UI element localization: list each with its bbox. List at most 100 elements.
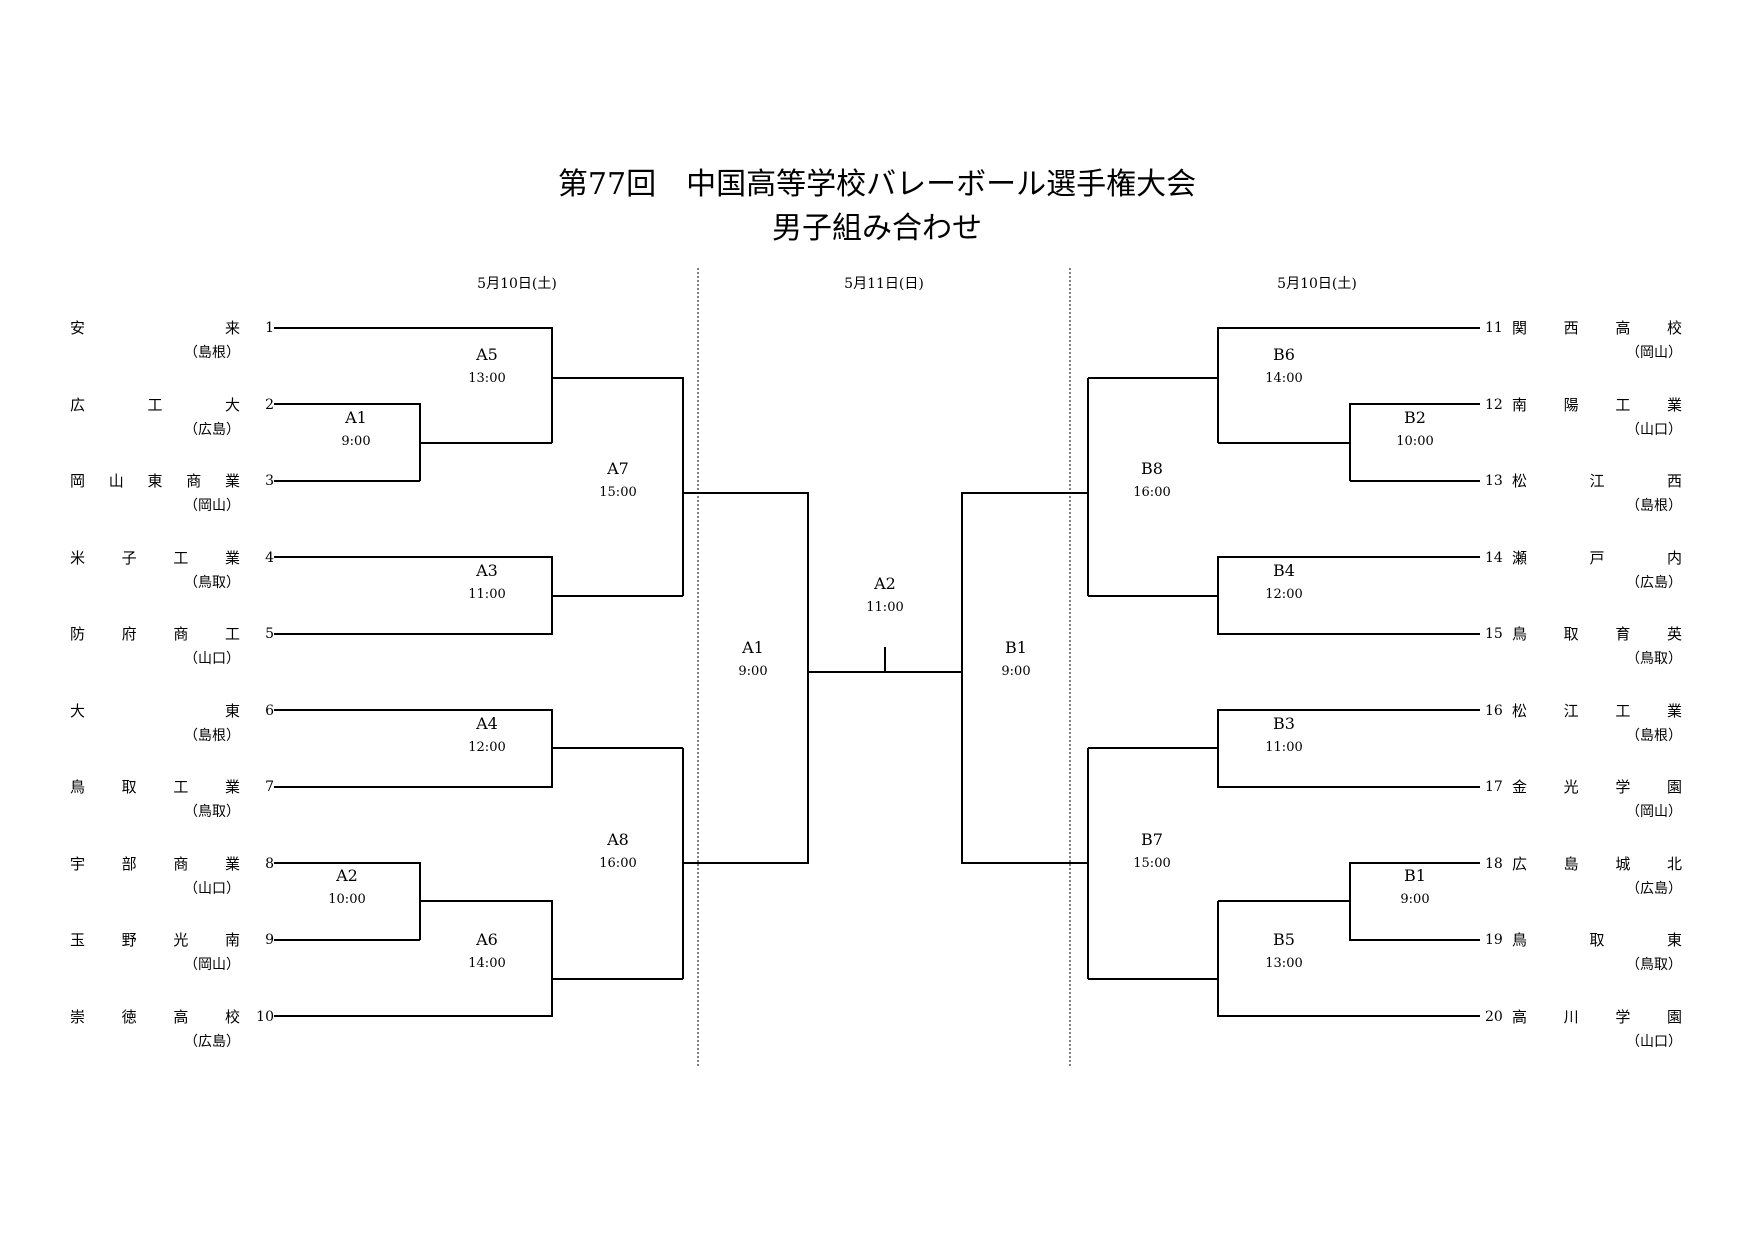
match-right-b3: B3 11:00 <box>1265 714 1303 755</box>
team-name-char: 業 <box>1666 396 1682 414</box>
team-name-char: 江 <box>1589 472 1605 490</box>
date-right-day1: 5月10日(土) <box>1277 276 1357 292</box>
match-left-a3: A3 11:00 <box>468 561 506 602</box>
left-line-team10 <box>274 979 553 1017</box>
team-prefecture: （広島） <box>184 422 240 438</box>
team-number: 18 <box>1485 856 1503 872</box>
team-entry: 広島城北（広島） <box>1512 855 1682 898</box>
team-name: 宇部商業 <box>70 855 240 873</box>
team-prefecture: （島根） <box>1626 728 1682 744</box>
date-day2: 5月11日(日) <box>844 276 924 292</box>
team-name-char: 東 <box>1666 931 1682 949</box>
left-line-team8 <box>274 862 421 940</box>
match-left-a6: A6 14:00 <box>468 930 506 971</box>
team-name-char: 松 <box>1512 472 1528 490</box>
left-line-a8-out <box>683 672 809 864</box>
team-name-char: 園 <box>1666 1008 1682 1026</box>
team-name-char: 南 <box>1512 396 1528 414</box>
team-name-char: 戸 <box>1589 549 1605 567</box>
team-name-char: 防 <box>70 625 86 643</box>
match-right-b4: B4 12:00 <box>1265 561 1303 602</box>
team-entry: 金光学園 （岡山） <box>1512 778 1682 821</box>
team-name-char: 育 <box>1615 625 1631 643</box>
team-entry: 米子工業（鳥取） <box>70 549 240 592</box>
left-line-a5-out <box>552 377 684 596</box>
team-entry: 宇部商業（山口） <box>70 855 240 898</box>
match-left-a4: A4 12:00 <box>468 714 506 755</box>
team-name: 広工大 <box>70 396 240 414</box>
team-number: 7 <box>265 779 274 795</box>
team-number: 17 <box>1485 779 1503 795</box>
team-name: 大東 <box>70 702 240 720</box>
team-name: 広島城北 <box>1512 855 1682 873</box>
left-line-a2-out <box>420 900 683 980</box>
team-name-char: 大 <box>224 396 240 414</box>
team-name-char: 工 <box>1615 396 1631 414</box>
team-name: 安来 <box>70 319 240 337</box>
right-line-b5 <box>1217 901 1480 1017</box>
left-line-team5 <box>274 596 553 635</box>
team-name-char: 学 <box>1615 1008 1631 1026</box>
team-number: 4 <box>265 550 274 566</box>
team-number: 15 <box>1485 626 1503 642</box>
match-left-a2: A2 10:00 <box>328 866 366 907</box>
team-prefecture: （広島） <box>184 1034 240 1050</box>
team-prefecture: （岡山） <box>1626 804 1682 820</box>
tournament-subtitle: 男子組み合わせ <box>772 211 982 246</box>
team-name-char: 野 <box>121 931 137 949</box>
match-right-b6: B6 14:00 <box>1265 345 1303 386</box>
team-name: 金光学園 <box>1512 778 1682 796</box>
team-name-char: 鳥 <box>70 778 86 796</box>
right-line-b8-out <box>961 492 1088 672</box>
team-name: 鳥取東 <box>1512 931 1682 949</box>
team-number: 14 <box>1485 550 1503 566</box>
team-prefecture: （岡山） <box>1626 345 1682 361</box>
team-name-char: 大 <box>70 702 86 720</box>
team-number: 11 <box>1485 320 1503 336</box>
team-name-char: 工 <box>147 396 163 414</box>
team-name-char: 園 <box>1666 778 1682 796</box>
team-entry: 大東 （島根） <box>70 702 240 745</box>
team-prefecture: （島根） <box>184 345 240 361</box>
team-number: 20 <box>1485 1009 1503 1025</box>
match-right-b5: B5 13:00 <box>1265 930 1303 971</box>
team-entry: 松江工業 （島根） <box>1512 702 1682 745</box>
team-number: 5 <box>265 626 274 642</box>
team-prefecture: （鳥取） <box>184 804 240 820</box>
team-entry: 広 工 大 （広島） <box>70 396 240 439</box>
team-prefecture: （鳥取） <box>184 575 240 591</box>
team-entry: 関西高校（岡山） <box>1512 319 1682 362</box>
team-name-char: 島 <box>1563 855 1579 873</box>
right-line-b4 <box>1217 556 1480 635</box>
right-line-team11 <box>1217 327 1480 443</box>
team-name-char: 宇 <box>70 855 86 873</box>
team-name-char: 校 <box>224 1008 240 1026</box>
team-number: 2 <box>265 397 274 413</box>
team-name-char: 広 <box>70 396 86 414</box>
left-line-team1 <box>274 327 553 443</box>
team-name: 松江工業 <box>1512 702 1682 720</box>
match-left-a8: A8 16:00 <box>599 830 637 871</box>
team-number: 16 <box>1485 703 1503 719</box>
match-day2-a2: A2 11:00 <box>866 574 904 615</box>
team-prefecture: （鳥取） <box>1626 651 1682 667</box>
team-name-char: 米 <box>70 549 86 567</box>
team-number: 12 <box>1485 397 1503 413</box>
team-name-char: 子 <box>121 549 137 567</box>
team-prefecture: （山口） <box>184 651 240 667</box>
left-line-team2 <box>274 403 421 481</box>
team-name-char: 広 <box>1512 855 1528 873</box>
team-name: 防府商工 <box>70 625 240 643</box>
match-right-b1: B1 9:00 <box>1400 866 1430 907</box>
team-prefecture: （山口） <box>1626 1034 1682 1050</box>
team-number: 8 <box>265 856 274 872</box>
team-name-char: 工 <box>224 625 240 643</box>
team-prefecture: （島根） <box>184 728 240 744</box>
right-line-b7-out <box>961 672 1088 864</box>
team-entry: 高川学園（山口） <box>1512 1008 1682 1051</box>
team-prefecture: （山口） <box>1626 422 1682 438</box>
team-name-char: 光 <box>1563 778 1579 796</box>
team-name-char: 関 <box>1512 319 1528 337</box>
team-number: 10 <box>256 1009 274 1025</box>
